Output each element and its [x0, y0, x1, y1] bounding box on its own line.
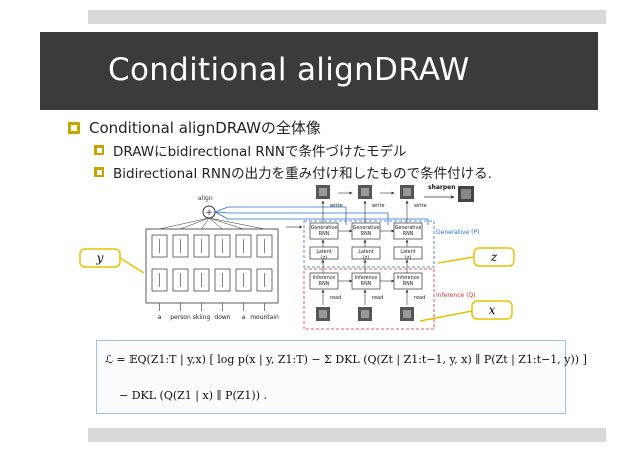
svg-text:RNN: RNN	[403, 231, 414, 237]
bullet-level2-1: DRAWにbidirectional RNNで条件づけたモデル	[94, 140, 406, 160]
svg-text:Latent: Latent	[316, 249, 331, 255]
latent-z-box	[393, 246, 423, 260]
svg-text:RNN: RNN	[361, 281, 372, 287]
write-label: write	[414, 203, 427, 209]
inference-q-label: Inference (Q)	[436, 292, 476, 299]
latent-z-box	[309, 246, 339, 260]
bullet-level2-2: Bidirectional RNNの出力を重み付け和したもので条件付ける.	[94, 162, 492, 182]
generative-rnn-box	[393, 222, 423, 240]
svg-text:y: y	[96, 251, 104, 265]
square-bullet-icon	[94, 167, 104, 177]
svg-text:Inference: Inference	[397, 275, 420, 281]
caption-word: mountain	[250, 314, 279, 321]
svg-text:+: +	[205, 208, 213, 218]
read-label: read	[372, 295, 383, 301]
slide-title: Conditional alignDRAW	[108, 52, 470, 88]
callout-z: z	[437, 247, 515, 267]
svg-text:RNN: RNN	[361, 231, 372, 237]
bullet-text: Conditional alignDRAWの全体像	[89, 119, 321, 137]
loss-equation-line2: − DKL (Q(Z1 | x) ∥ P(Z1)) .	[119, 389, 267, 402]
generative-p-label: Generative (P)	[436, 229, 479, 236]
svg-text:Inference: Inference	[313, 275, 336, 281]
svg-text:Latent: Latent	[358, 249, 373, 255]
svg-text:RNN: RNN	[319, 231, 330, 237]
sharpen-label: sharpen	[428, 184, 456, 191]
svg-text:Generative: Generative	[311, 225, 338, 231]
align-label: align	[198, 195, 213, 202]
loss-equation-line1: ℒ = 𝔼Q(Z1:T | y,x) [ log p(x | y, Z1:T) …	[105, 353, 587, 366]
bullet-level1: Conditional alignDRAWの全体像	[68, 117, 321, 138]
caption-word: down	[214, 314, 230, 321]
caption-word: skiing	[193, 314, 211, 321]
write-label: write	[330, 203, 343, 209]
bullet-text: DRAWにbidirectional RNNで条件づけたモデル	[113, 144, 407, 160]
svg-text:Inference: Inference	[355, 275, 378, 281]
square-bullet-icon	[94, 145, 104, 155]
svg-text:Generative: Generative	[353, 225, 380, 231]
callout-y: y	[79, 248, 145, 274]
svg-text:Generative: Generative	[395, 225, 422, 231]
svg-text:(z): (z)	[405, 255, 411, 261]
read-label: read	[414, 295, 425, 301]
inference-rnn-box	[393, 272, 423, 290]
caption-word: a	[242, 314, 246, 321]
caption-word: a	[158, 314, 162, 321]
square-bullet-icon	[68, 121, 80, 134]
svg-text:Latent: Latent	[400, 249, 415, 255]
read-label: read	[330, 295, 341, 301]
svg-text:(z): (z)	[321, 255, 327, 261]
bullet-text: Bidirectional RNNの出力を重み付け和したもので条件付ける.	[113, 166, 492, 182]
top-decor-bar	[88, 10, 606, 24]
title-bar	[40, 32, 598, 110]
latent-z-box	[351, 246, 381, 260]
svg-text:RNN: RNN	[403, 281, 414, 287]
loss-equation-box: ℒ = 𝔼Q(Z1:T | y,x) [ log p(x | y, Z1:T) …	[96, 340, 587, 414]
callout-x: x	[419, 300, 513, 322]
write-label: write	[372, 203, 385, 209]
caption-word: person	[170, 314, 191, 321]
svg-text:x: x	[489, 303, 496, 317]
svg-text:(z): (z)	[363, 255, 369, 261]
bottom-decor-bar	[88, 428, 606, 442]
svg-text:z: z	[490, 250, 498, 264]
svg-text:RNN: RNN	[319, 281, 330, 287]
